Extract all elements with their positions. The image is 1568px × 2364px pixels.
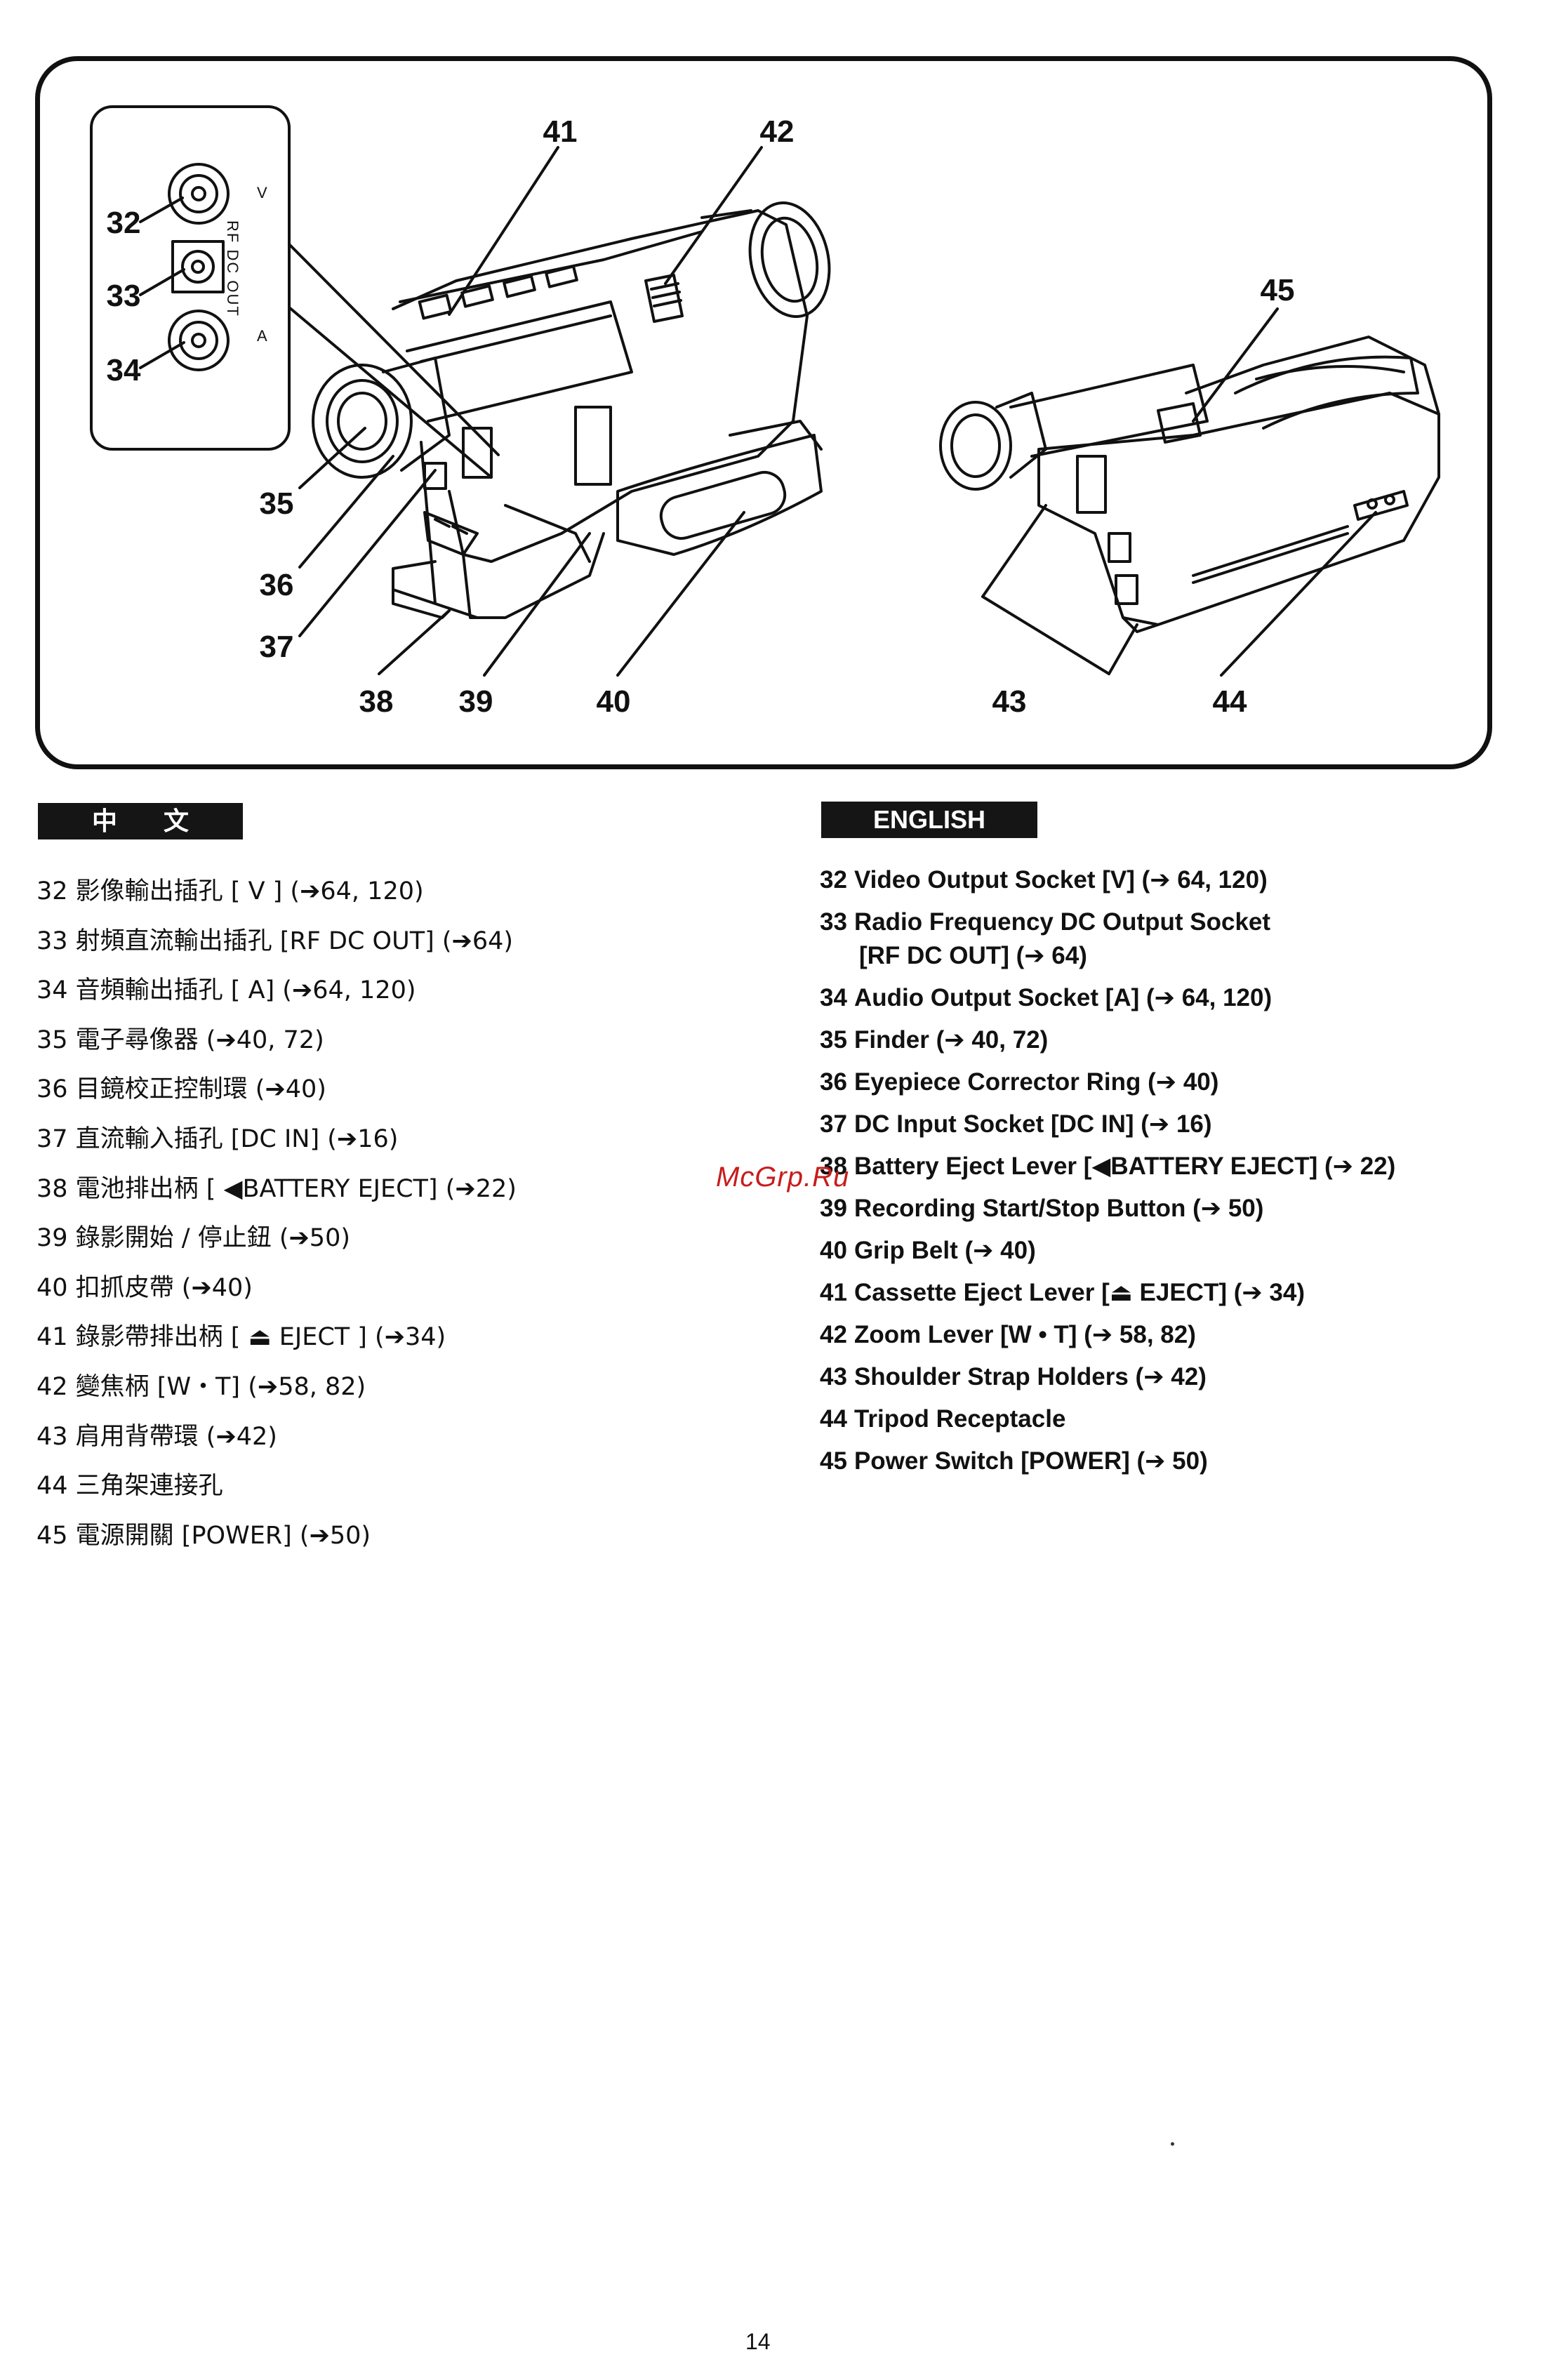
item-text: Video Output Socket [V] (➔ 64, 120) <box>853 866 1268 894</box>
list-item: 35 電子尋像器 (➔40, 72) <box>36 1025 324 1054</box>
lens-hood <box>748 201 831 319</box>
stray-dot <box>1171 2142 1174 2146</box>
item-number: 36 <box>820 1068 847 1096</box>
item-text-continued: [RF DC OUT] (➔ 64) <box>859 942 1087 969</box>
item-text: Power Switch [POWER] (➔ 50) <box>853 1447 1208 1475</box>
item-text: Tripod Receptacle <box>853 1405 1066 1433</box>
list-item: 45 電源開關 [POWER] (➔50) <box>36 1521 371 1550</box>
callout-39: 39 <box>458 684 493 719</box>
item-text: Shoulder Strap Holders (➔ 42) <box>853 1363 1207 1390</box>
callout-36: 36 <box>259 568 294 602</box>
audio-jack-outer <box>168 310 230 371</box>
list-item: 39 錄影開始 / 停止鈕 (➔50) <box>36 1224 351 1253</box>
callout-32: 32 <box>106 206 141 240</box>
item-text: Zoom Lever [W • T] (➔ 58, 82) <box>853 1321 1196 1348</box>
jack-panel-inset <box>90 105 291 451</box>
callout-44: 44 <box>1212 684 1247 719</box>
list-item: 32 影像輸出插孔 [ V ] (➔64, 120) <box>36 877 424 905</box>
callout-38: 38 <box>359 684 394 719</box>
item-number: 44 <box>820 1405 847 1433</box>
item-text: Eyepiece Corrector Ring (➔ 40) <box>853 1068 1219 1096</box>
callout-34: 34 <box>106 353 141 387</box>
video-jack-outer <box>168 163 230 225</box>
jack-label-v: V <box>257 184 267 201</box>
item-number: 37 <box>820 1110 847 1138</box>
callout-35: 35 <box>259 486 294 521</box>
list-item: 40 扣抓皮帶 (➔40) <box>36 1273 253 1302</box>
finder-eyepiece <box>312 364 413 479</box>
item-number: 41 <box>820 1279 847 1306</box>
item-number: 35 <box>820 1026 847 1054</box>
item-text: Audio Output Socket [A] (➔ 64, 120) <box>853 984 1273 1011</box>
list-item: 43 肩用背帶環 (➔42) <box>36 1422 277 1451</box>
diagram-frame <box>35 56 1492 769</box>
jack-label-rf-dc-out: RF DC OUT <box>224 220 241 317</box>
grip-belt <box>616 434 823 556</box>
chinese-parts-list: 32 影像輸出插孔 [ V ] (➔64, 120) 33 射頻直流輸出插孔 [… <box>36 876 795 1569</box>
chinese-section-heading: 中 文 <box>38 803 243 839</box>
item-text: Recording Start/Stop Button (➔ 50) <box>853 1195 1264 1222</box>
callout-43: 43 <box>992 684 1027 719</box>
item-number: 34 <box>820 984 847 1011</box>
item-number: 42 <box>820 1321 847 1348</box>
item-text: Cassette Eject Lever [⏏ EJECT] (➔ 34) <box>853 1279 1305 1306</box>
rear-body <box>1037 392 1440 626</box>
item-number: 39 <box>820 1195 847 1222</box>
rf-dc-out-jack <box>181 250 215 284</box>
list-item: 36 目鏡校正控制環 (➔40) <box>36 1075 326 1104</box>
english-section-heading: ENGLISH <box>821 802 1037 838</box>
list-item: 44 三角架連接孔 <box>36 1472 223 1501</box>
item-text: Grip Belt (➔ 40) <box>853 1237 1036 1264</box>
item-text: Finder (➔ 40, 72) <box>853 1026 1049 1054</box>
list-item: 42 變焦柄 [W・T] (➔58, 82) <box>36 1372 366 1401</box>
power-switch <box>1157 402 1202 444</box>
rear-finder-eyepiece <box>939 401 1012 491</box>
item-number: 40 <box>820 1237 847 1264</box>
zoom-lever <box>644 274 684 323</box>
item-number: 43 <box>820 1363 847 1390</box>
callout-40: 40 <box>596 684 631 719</box>
callout-42: 42 <box>759 114 795 149</box>
jack-label-a: A <box>257 327 267 345</box>
tripod-receptacle <box>1353 490 1409 521</box>
list-item: 37 直流輸入插孔 [DC IN] (➔16) <box>36 1124 399 1153</box>
item-text: Radio Frequency DC Output Socket <box>853 908 1271 936</box>
list-item: 33 射頻直流輸出插孔 [RF DC OUT] (➔64) <box>36 927 514 955</box>
item-number: 38 <box>820 1153 847 1180</box>
watermark: McGrp.Ru <box>716 1162 850 1193</box>
item-text: Battery Eject Lever [◀BATTERY EJECT] (➔ … <box>853 1153 1396 1180</box>
list-item: 34 音頻輸出插孔 [ A] (➔64, 120) <box>36 976 416 1005</box>
list-item: 38 電池排出柄 [ ◀BATTERY EJECT] (➔22) <box>36 1174 517 1203</box>
item-number: 33 <box>820 908 847 936</box>
item-number: 45 <box>820 1447 847 1475</box>
callout-37: 37 <box>259 630 294 664</box>
rf-dc-out-jack-frame <box>171 240 225 293</box>
callout-45: 45 <box>1260 273 1295 307</box>
item-number: 32 <box>820 866 847 894</box>
rear-viewfinder <box>1009 364 1209 458</box>
camcorder-body <box>392 209 809 563</box>
page-number: 14 <box>745 2329 771 2354</box>
list-item: 41 錄影帶排出柄 [ ⏏ EJECT ] (➔34) <box>36 1323 446 1352</box>
callout-41: 41 <box>543 114 578 149</box>
camcorder-diagram <box>90 105 1440 677</box>
callout-33: 33 <box>106 279 141 313</box>
item-text: DC Input Socket [DC IN] (➔ 16) <box>853 1110 1212 1138</box>
